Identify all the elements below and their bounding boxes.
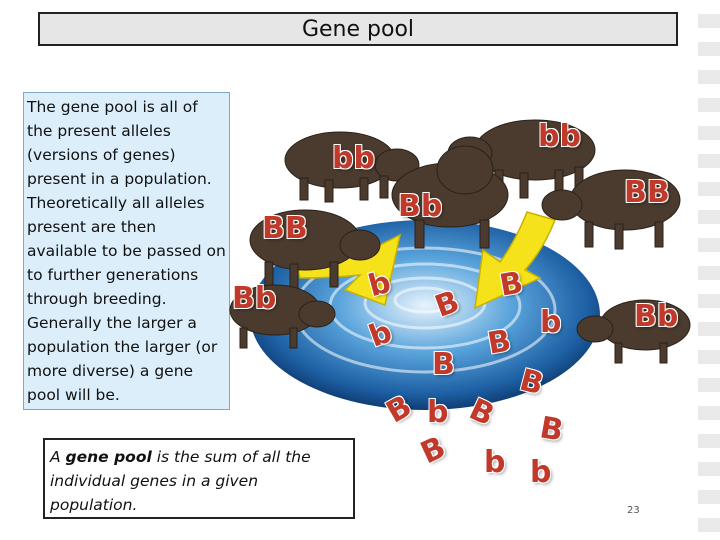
- genotype-label: bb: [332, 141, 375, 176]
- genotype-label: BB: [262, 211, 308, 246]
- note-suffix: is the sum of all the individual genes i…: [50, 448, 311, 514]
- boar-icon: [284, 131, 420, 203]
- boar-figures: [229, 119, 691, 364]
- note-prefix: A: [50, 448, 66, 466]
- definition-text: The gene pool is all of the present alle…: [27, 98, 226, 404]
- pool-allele: B: [497, 265, 526, 304]
- genotype-label: Bb: [232, 281, 277, 316]
- genotype-label: bb: [538, 119, 581, 154]
- pool-allele: B: [432, 347, 455, 382]
- genotype-label: Bb: [398, 189, 443, 224]
- pool-allele: b: [427, 395, 449, 430]
- boar-icon: [229, 284, 336, 349]
- slide-title: Gene pool: [38, 12, 678, 46]
- boar-icon: [541, 169, 681, 250]
- pool-allele: b: [540, 305, 562, 340]
- pool-allele: B: [485, 323, 514, 362]
- slide-number: 23: [627, 505, 640, 516]
- note-box: A gene pool is the sum of all the indivi…: [43, 438, 355, 519]
- boar-icon: [391, 145, 509, 249]
- genotype-label: Bb: [634, 299, 679, 334]
- arrow-right-icon: [474, 211, 557, 310]
- genotype-label: BB: [624, 175, 670, 210]
- boar-icon: [249, 209, 381, 290]
- page-edge-decoration: [698, 0, 720, 540]
- note-term: gene pool: [65, 448, 152, 466]
- definition-box: The gene pool is all of the present alle…: [23, 92, 230, 410]
- pool-allele: b: [530, 455, 552, 490]
- pool-allele: b: [484, 445, 506, 480]
- boar-icon: [576, 299, 691, 364]
- gene-pool-illustration: [229, 119, 691, 410]
- slide-title-text: Gene pool: [301, 16, 415, 42]
